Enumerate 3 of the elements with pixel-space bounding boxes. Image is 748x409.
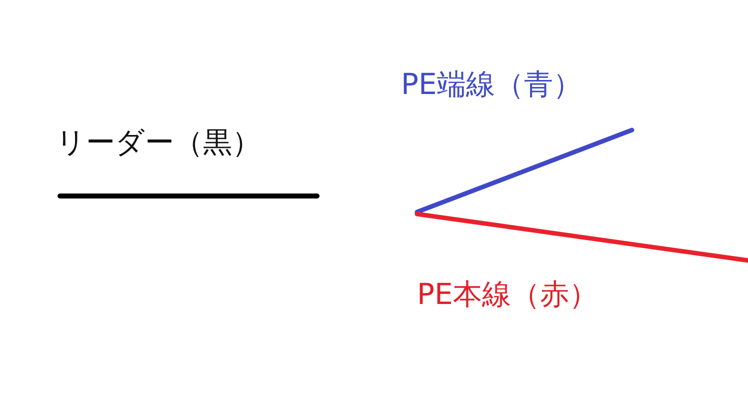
line-label: PE本線（赤） [417,277,598,311]
line-label: PE端線（青） [401,67,582,101]
line-label: リーダー（黒） [56,125,261,159]
